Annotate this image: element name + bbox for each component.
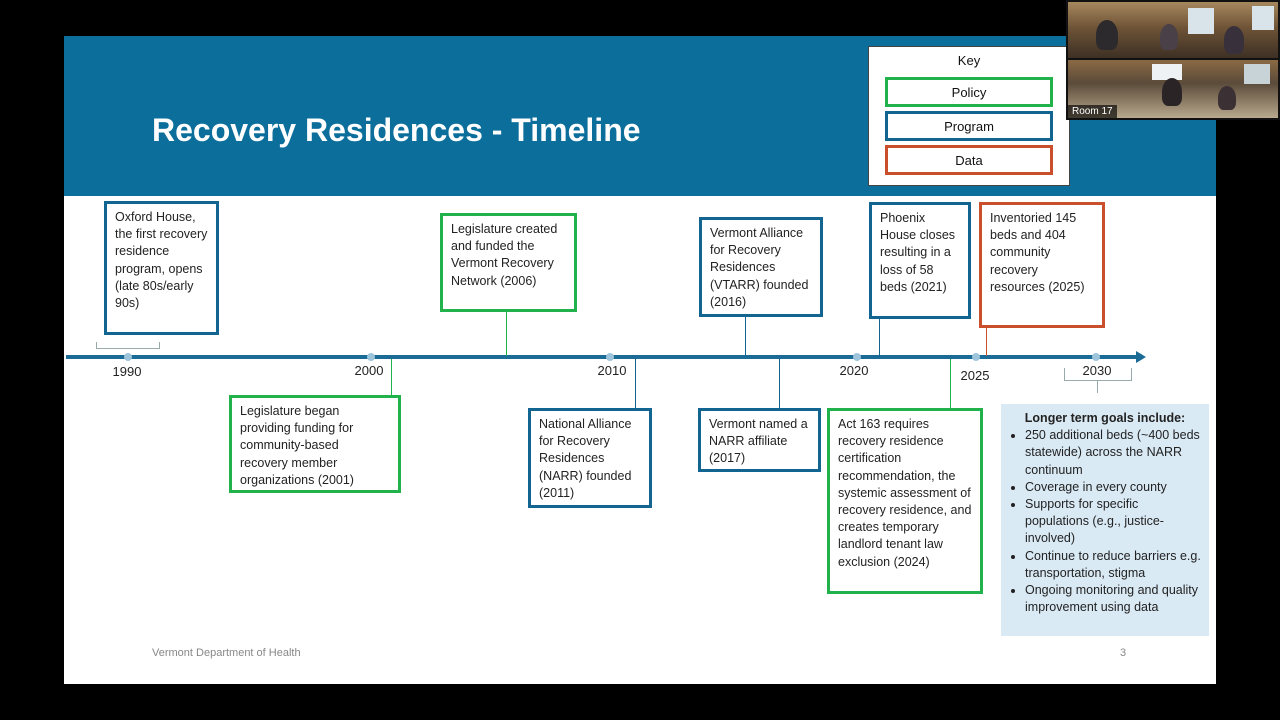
video-tile-top xyxy=(1068,2,1278,58)
tick-2030 xyxy=(1092,353,1100,361)
year-label: 2025 xyxy=(960,368,990,383)
room-window xyxy=(1252,6,1274,30)
goal-item: 250 additional beds (~400 beds statewide… xyxy=(1025,427,1201,479)
event-act-163: Act 163 requires recovery residence cert… xyxy=(827,408,983,594)
goal-item: Ongoing monitoring and quality improveme… xyxy=(1025,582,1201,616)
goal-connector xyxy=(1097,381,1098,393)
tick-2000 xyxy=(367,353,375,361)
timeline-arrow xyxy=(1136,351,1146,363)
connector xyxy=(635,359,636,409)
participant-figure xyxy=(1224,26,1244,54)
slide-footer: Vermont Department of Health xyxy=(152,647,301,659)
connector xyxy=(879,318,880,356)
room-window xyxy=(1244,64,1270,84)
year-label: 2020 xyxy=(839,363,869,378)
event-narr-affiliate: Vermont named a NARR affiliate (2017) xyxy=(698,408,821,472)
connector xyxy=(391,359,392,396)
page-number: 3 xyxy=(1120,647,1127,659)
slide: Recovery Residences - Timeline Key Polic… xyxy=(64,36,1216,684)
participant-figure xyxy=(1160,24,1178,50)
year-label: 2000 xyxy=(354,363,384,378)
event-oxford-house: Oxford House, the first recovery residen… xyxy=(104,201,219,335)
era-bracket xyxy=(96,342,160,349)
goal-bracket xyxy=(1064,368,1132,381)
longer-term-goals: Longer term goals include: 250 additiona… xyxy=(1001,404,1209,636)
goals-list: 250 additional beds (~400 beds statewide… xyxy=(1009,427,1201,616)
goals-title: Longer term goals include: xyxy=(1024,411,1186,425)
tick-1990 xyxy=(124,353,132,361)
year-label: 2010 xyxy=(597,363,627,378)
key-item-data: Data xyxy=(885,145,1053,175)
goal-item: Continue to reduce barriers e.g. transpo… xyxy=(1025,548,1201,582)
event-vermont-recovery-network: Legislature created and funded the Vermo… xyxy=(440,213,577,312)
event-legislature-funding: Legislature began providing funding for … xyxy=(229,395,401,493)
tick-2025 xyxy=(972,353,980,361)
key-title: Key xyxy=(957,53,981,68)
event-phoenix-house: Phoenix House closes resulting in a loss… xyxy=(869,202,971,319)
key-item-program: Program xyxy=(885,111,1053,141)
video-tile-bottom xyxy=(1068,60,1278,118)
tick-2020 xyxy=(853,353,861,361)
video-thumbnail[interactable]: Room 17 xyxy=(1066,0,1280,120)
key-legend: Key Policy Program Data xyxy=(868,46,1070,186)
room-window xyxy=(1188,8,1214,34)
title-banner: Recovery Residences - Timeline Key Polic… xyxy=(64,36,1216,196)
event-narr-founded: National Alliance for Recovery Residence… xyxy=(528,408,652,508)
tick-2010 xyxy=(606,353,614,361)
connector xyxy=(779,359,780,409)
connector xyxy=(745,316,746,356)
participant-figure xyxy=(1218,86,1236,110)
connector xyxy=(506,312,507,356)
room-label: Room 17 xyxy=(1068,105,1117,118)
participant-figure xyxy=(1162,78,1182,106)
timeline-axis xyxy=(66,355,1138,359)
goal-item: Coverage in every county xyxy=(1025,479,1201,496)
participant-figure xyxy=(1096,20,1118,50)
connector xyxy=(986,328,987,356)
year-label: 2030 xyxy=(1082,363,1112,378)
connector xyxy=(950,359,951,409)
room-screen xyxy=(1152,64,1182,80)
zoom-watermark: Powered by Zoom xyxy=(1085,660,1206,676)
event-inventory-2025: Inventoried 145 beds and 404 community r… xyxy=(979,202,1105,328)
slide-title: Recovery Residences - Timeline xyxy=(152,112,641,148)
year-label: 1990 xyxy=(112,364,142,379)
event-vtarr-founded: Vermont Alliance for Recovery Residences… xyxy=(699,217,823,317)
goal-item: Supports for specific populations (e.g.,… xyxy=(1025,496,1201,548)
key-item-policy: Policy xyxy=(885,77,1053,107)
